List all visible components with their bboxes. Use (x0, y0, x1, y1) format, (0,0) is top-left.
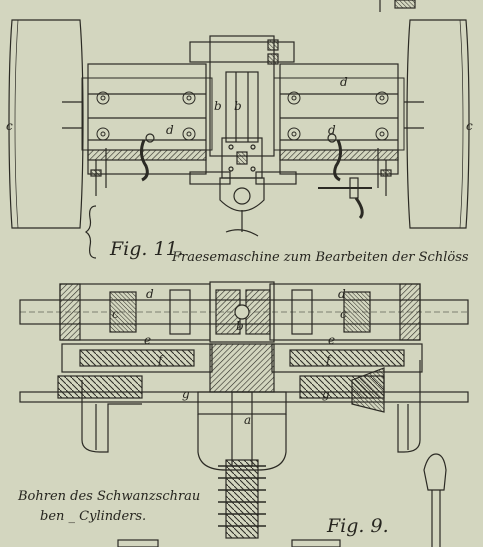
label-fig9-f-left: f (157, 353, 165, 367)
label-fig9-c-right: c (340, 307, 347, 321)
label-fig9-b: b (236, 319, 244, 333)
label-fig9-e-left: e (144, 333, 151, 347)
label-fig9-d-right: d (338, 287, 346, 301)
label-fig9-g-left: g (182, 387, 190, 401)
fig9-caption-line1: Bohren des Schwanzschrau (18, 489, 201, 504)
label-d-top: d (340, 75, 348, 89)
bolts (96, 91, 389, 141)
label-c-right: c (466, 119, 473, 133)
label-fig9-a: a (244, 413, 251, 427)
label-fig9-c-left: c (112, 307, 119, 321)
label-d-center: d (328, 123, 336, 137)
fig11-caption-text: Fraesemaschine zum Bearbeiten der Schlös… (172, 250, 469, 265)
left-roller (8, 19, 84, 229)
vertical-shaft (231, 391, 253, 467)
left-handle (139, 139, 149, 182)
part-labels: c c d d b b d d d c c b e e f f g g a (6, 75, 473, 427)
fig11-drawing (8, 0, 470, 259)
bracket (84, 205, 97, 259)
fig9-caption-line2: ben _ Cylinders. (40, 509, 147, 524)
right-tool-handle (423, 453, 447, 491)
label-fig9-f-right: f (325, 353, 333, 367)
right-cutter-block (279, 63, 399, 175)
fig9-drawing (19, 281, 469, 547)
top-fragment (394, 0, 416, 9)
right-roller (406, 19, 470, 229)
label-fig9-d-left: d (146, 287, 154, 301)
right-handle (333, 139, 343, 182)
center-block (209, 343, 275, 393)
right-frame (397, 360, 421, 453)
label-b-center: b (234, 99, 242, 113)
label-d-left: d (166, 123, 174, 137)
label-b-left-center: b (214, 99, 222, 113)
fig9-caption-number: Fig. 9. (327, 515, 389, 537)
label-c-left: c (6, 119, 13, 133)
label-fig9-e-right: e (328, 333, 335, 347)
left-frame (81, 380, 142, 453)
bevel-gear (351, 367, 385, 413)
label-fig9-g-right: g (322, 387, 330, 401)
threaded-spindle (225, 459, 259, 539)
center-coupling (209, 281, 275, 343)
fig11-caption-number: Fig. 11. (110, 238, 184, 260)
